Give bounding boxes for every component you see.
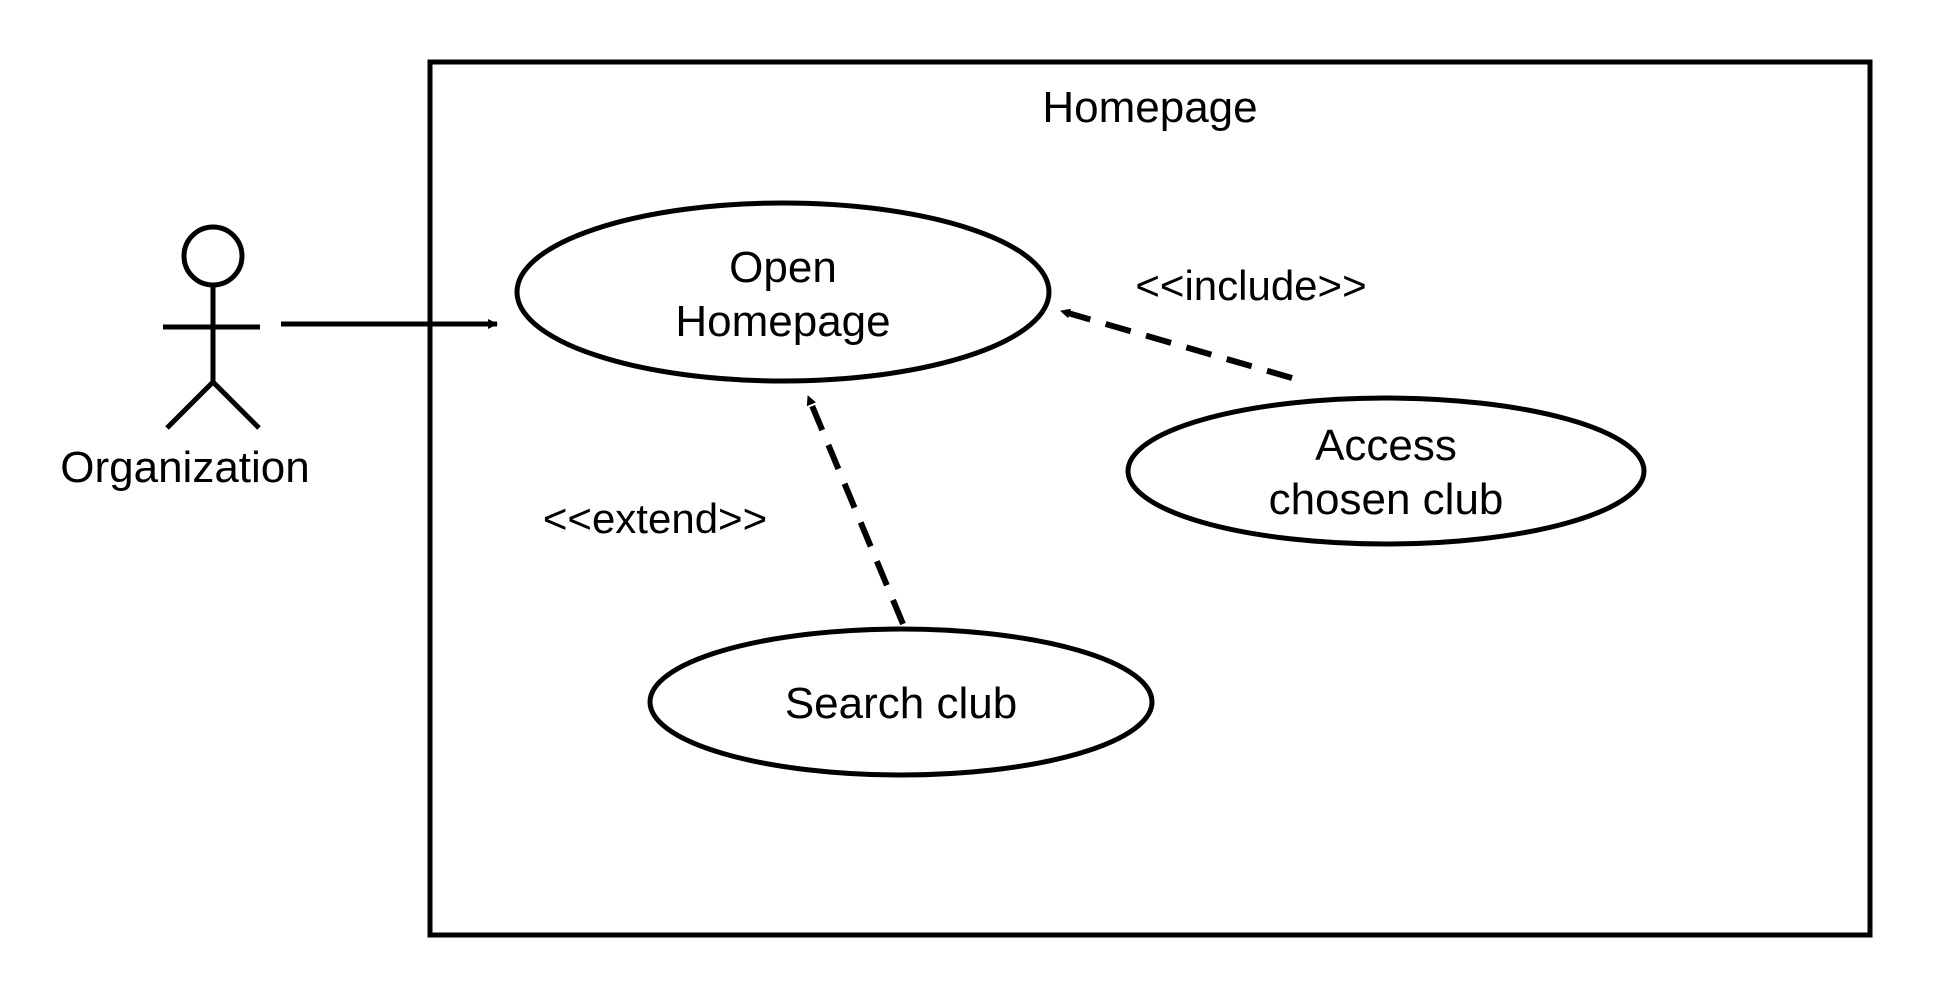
- actor-organization: [163, 224, 261, 430]
- use-case-open-homepage-shape: [514, 200, 1052, 384]
- actor-label: Organization: [60, 443, 309, 492]
- system-boundary-title: Homepage: [1042, 83, 1257, 132]
- use-case-open-homepage-line2: Homepage: [675, 297, 890, 346]
- use-case-access-chosen-club-line2: chosen club: [1269, 475, 1504, 524]
- use-case-access-chosen-club-line1: Access: [1315, 421, 1457, 470]
- system-boundary: [427, 59, 1873, 938]
- use-case-access-chosen-club-shape: [1125, 395, 1647, 547]
- actor-head: [181, 224, 245, 288]
- extend-label: <<extend>>: [543, 495, 767, 542]
- use-case-open-homepage: Open Homepage: [514, 200, 1052, 384]
- use-case-search-club-label: Search club: [785, 679, 1017, 728]
- use-case-open-homepage-line1: Open: [729, 243, 837, 292]
- use-case-access-chosen-club: Access chosen club: [1125, 395, 1647, 547]
- include-label: <<include>>: [1135, 262, 1366, 309]
- actor-left-leg: [165, 380, 215, 430]
- include-arrow: [1060, 308, 1293, 381]
- use-case-search-club-shape: [647, 626, 1155, 778]
- actor-right-leg: [211, 380, 261, 430]
- use-case-search-club: Search club: [647, 626, 1155, 778]
- extend-arrow: [805, 394, 906, 626]
